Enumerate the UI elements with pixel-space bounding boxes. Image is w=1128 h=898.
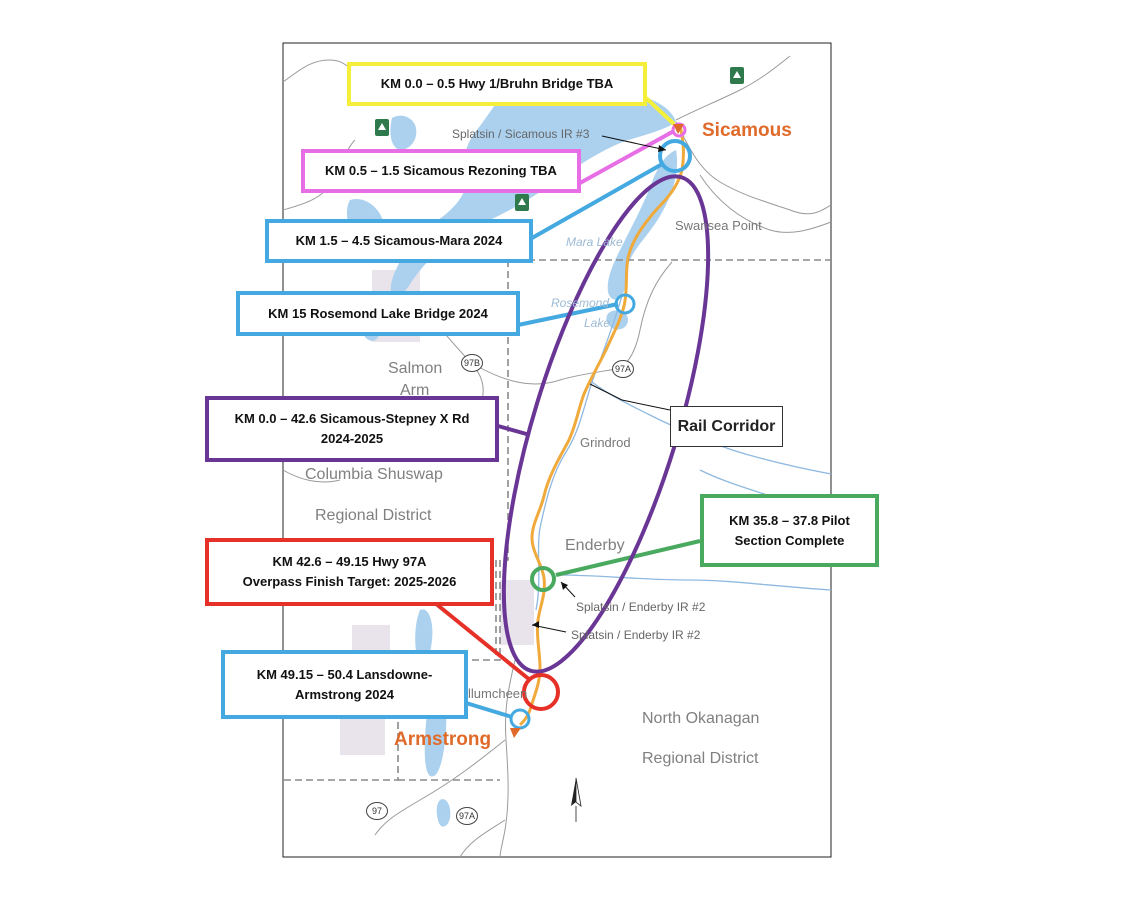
park-icon	[375, 119, 389, 136]
salmon-arm-label: Salmon	[388, 360, 443, 377]
sicamous-marker	[673, 124, 684, 134]
rosemond-label: Rosemond	[551, 296, 610, 310]
splatsin-sicamous-label: Splatsin / Sicamous IR #3	[452, 127, 590, 141]
leader-yellow	[644, 96, 676, 126]
callout-line: Section Complete	[734, 532, 845, 548]
highway-97a-shield-south: 97A	[456, 807, 478, 825]
overpass-circle	[522, 673, 560, 711]
rail-corridor-label: Rail Corridor	[670, 406, 783, 447]
north-arrow-icon	[571, 777, 582, 822]
callout-km-35-8: KM 35.8 – 37.8 Pilot Section Complete	[700, 494, 879, 567]
swansea-point-label: Swansea Point	[675, 218, 762, 233]
callout-km-0-0-5: KM 0.0 – 0.5 Hwy 1/Bruhn Bridge TBA	[347, 62, 647, 106]
callout-line: KM 1.5 – 4.5 Sicamous-Mara 2024	[295, 233, 503, 248]
sicamous-label: Sicamous	[702, 120, 792, 141]
callout-line: Overpass Finish Target: 2025-2026	[242, 574, 457, 589]
callout-line: KM 0.0 – 0.5 Hwy 1/Bruhn Bridge TBA	[380, 76, 614, 91]
grindrod-label: Grindrod	[580, 435, 631, 450]
park-icon	[730, 67, 744, 84]
leader-red	[433, 601, 532, 682]
callout-km-42-6-49-15: KM 42.6 – 49.15 Hwy 97A Overpass Finish …	[205, 538, 494, 606]
leader-pink	[579, 129, 675, 185]
rail-corridor-line	[518, 124, 685, 727]
mara-lake-label: Mara Lake	[566, 235, 623, 249]
callout-line: KM 0.0 – 42.6 Sicamous-Stepney X Rd	[234, 411, 470, 426]
highway-97a-shield: 97A	[612, 360, 634, 378]
armstrong-label: Armstrong	[394, 729, 492, 750]
callout-line: KM 35.8 – 37.8 Pilot	[729, 512, 850, 528]
sicamous-mara-circle	[658, 139, 692, 173]
nord-label-2: Regional District	[642, 750, 759, 767]
csrd-label-2: Regional District	[315, 507, 432, 524]
highway-97b-shield: 97B	[461, 354, 483, 372]
leader-green	[555, 539, 701, 577]
callout-km-15: KM 15 Rosemond Lake Bridge 2024	[236, 291, 520, 336]
callout-line: KM 42.6 – 49.15 Hwy 97A	[272, 554, 427, 569]
spallumcheen-label: llumcheen	[468, 686, 528, 701]
callout-line: KM 49.15 – 50.4 Lansdowne-	[256, 666, 433, 682]
callout-km-1-5-4-5: KM 1.5 – 4.5 Sicamous-Mara 2024	[265, 219, 533, 263]
park-icon	[515, 194, 529, 211]
leader-blue-3	[465, 701, 513, 719]
leader-blue-1	[531, 161, 665, 240]
csrd-label: Columbia Shuswap	[305, 466, 443, 483]
callout-line: Armstrong 2024	[295, 686, 394, 702]
arrow-heads	[532, 145, 666, 628]
callout-line: KM 0.5 – 1.5 Sicamous Rezoning TBA	[325, 163, 557, 178]
armstrong-marker	[510, 728, 521, 738]
callout-line: KM 15 Rosemond Lake Bridge 2024	[268, 305, 488, 321]
callout-km-49-15-50-4: KM 49.15 – 50.4 Lansdowne- Armstrong 202…	[221, 650, 468, 719]
rosemond-lake-label: Lake	[584, 316, 611, 330]
pilot-section-circle	[530, 566, 556, 592]
highway-97-shield: 97	[366, 802, 388, 820]
callout-line: 2024-2025	[320, 431, 384, 446]
nord-label: North Okanagan	[642, 710, 760, 727]
splatsin-enderby-label-b: Splatsin / Enderby IR #2	[571, 628, 701, 642]
enderby-label: Enderby	[565, 537, 625, 554]
leader-purple	[497, 424, 531, 437]
callout-km-0-42-6: KM 0.0 – 42.6 Sicamous-Stepney X Rd 2024…	[205, 396, 499, 462]
splatsin-enderby-label-a: Splatsin / Enderby IR #2	[576, 600, 706, 614]
callout-km-0-5-1-5: KM 0.5 – 1.5 Sicamous Rezoning TBA	[301, 149, 581, 193]
salmon-arm-label-2: Arm	[400, 382, 430, 399]
rosemond-bridge-circle	[614, 293, 636, 315]
